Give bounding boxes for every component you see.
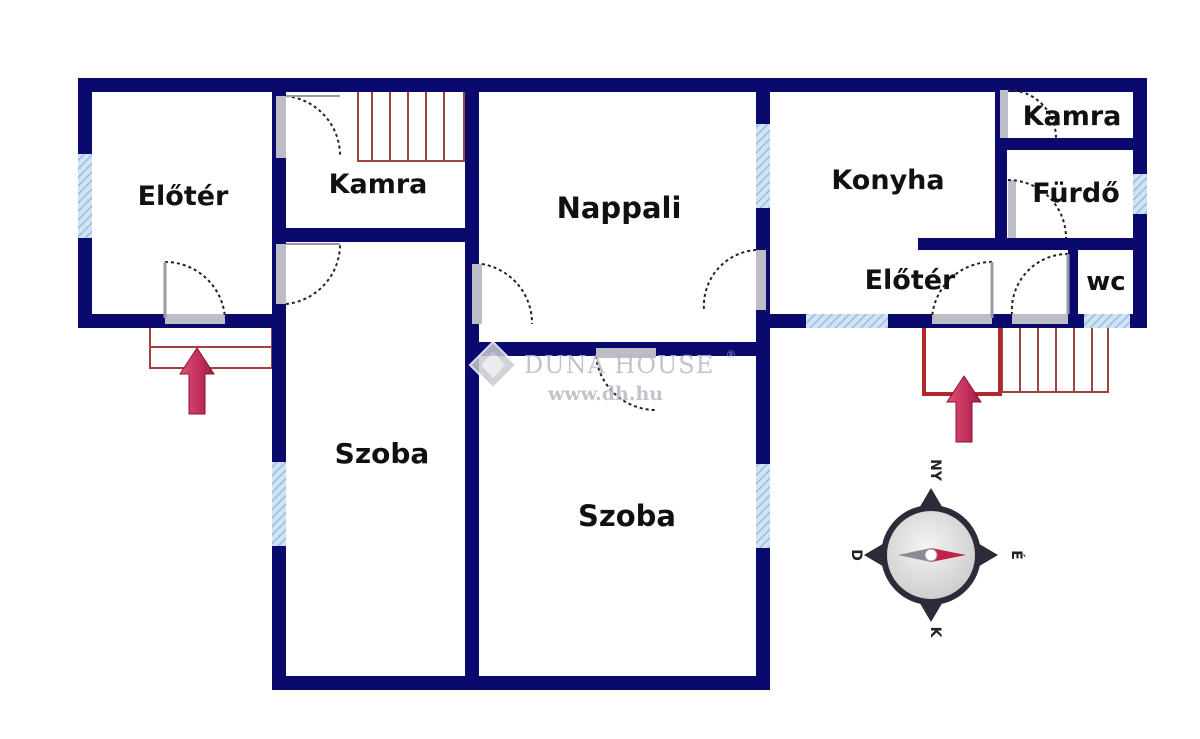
room-label-konyha: Konyha — [831, 165, 944, 196]
duna-house-logo-icon — [468, 340, 518, 390]
room-label-eloter-right: Előtér — [865, 265, 956, 296]
doors — [163, 89, 1070, 412]
window — [1133, 174, 1147, 214]
window — [806, 314, 888, 328]
room-label-furdo: Fürdő — [1032, 178, 1120, 209]
window — [1084, 314, 1130, 328]
stairs-left-entrance — [149, 325, 273, 369]
room-label-kamra-right: Kamra — [1023, 101, 1122, 132]
compass-north-label: NY — [927, 459, 943, 482]
compass-east-label: É — [1008, 550, 1025, 560]
room-label-eloter-left: Előtér — [138, 181, 229, 212]
stairs-kamra — [357, 90, 465, 162]
compass-south-label: K — [927, 627, 943, 639]
entrance-arrow-icon — [946, 375, 982, 443]
room-label-nappali: Nappali — [557, 191, 682, 225]
room-label-szoba-right: Szoba — [578, 499, 676, 533]
window — [756, 124, 770, 208]
room-label-kamra-left: Kamra — [329, 169, 428, 200]
watermark: DUNA HOUSE ® www.dh.hu — [468, 340, 737, 405]
stairs-right-entrance — [1001, 325, 1109, 393]
room-label-szoba-left: Szoba — [335, 437, 430, 470]
entrance-arrow-icon — [179, 347, 215, 415]
walls — [78, 78, 1147, 690]
window — [272, 462, 286, 546]
room-label-wc: wc — [1086, 267, 1125, 297]
watermark-brand: DUNA HOUSE — [524, 351, 714, 379]
windows — [78, 124, 1147, 548]
watermark-registered: ® — [726, 350, 737, 361]
compass-icon: NY É K D — [848, 459, 1025, 639]
watermark-url: www.dh.hu — [547, 383, 663, 405]
window — [78, 154, 92, 238]
compass-west-label: D — [848, 549, 864, 561]
window — [756, 464, 770, 548]
